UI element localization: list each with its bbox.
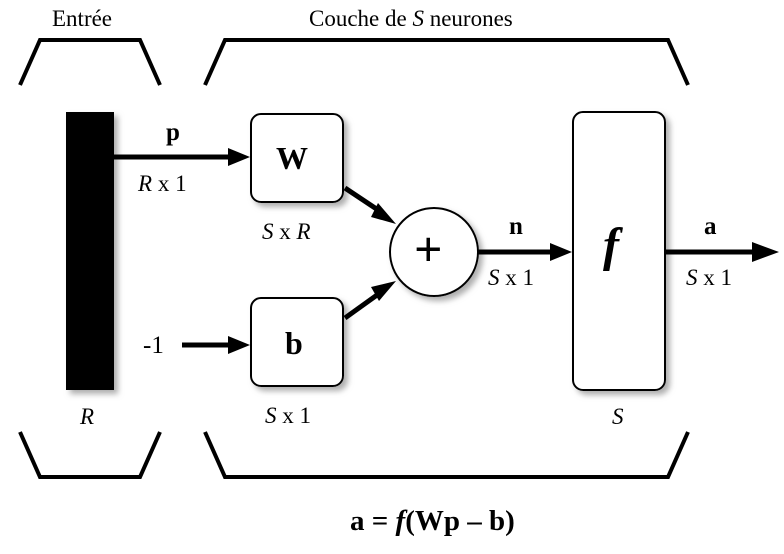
- arrow-w-to-sum-head: [371, 203, 396, 224]
- arrow-p-head: [228, 148, 250, 166]
- vector-a-dim-var: S: [686, 265, 698, 290]
- equation-args: (Wp – b): [405, 505, 515, 537]
- input-top-bracket: [18, 38, 162, 86]
- vector-a-dim-rest: x 1: [697, 265, 732, 290]
- transfer-box: [572, 111, 666, 391]
- weight-symbol: W: [276, 140, 308, 176]
- input-vector-bar: [66, 112, 114, 390]
- weight-dim-var1: S: [262, 219, 274, 244]
- vector-n-dim-var: S: [488, 265, 500, 290]
- vector-n-dim-rest: x 1: [499, 265, 534, 290]
- weight-dim: S x R: [262, 220, 311, 243]
- input-bottom-bracket: [18, 431, 162, 479]
- layer-title-prefix: Couche de: [309, 6, 413, 31]
- input-dim-label: R: [80, 404, 95, 429]
- equation-fn: f: [395, 505, 406, 537]
- layer-bottom-bracket: [203, 431, 690, 479]
- vector-n-dim: S x 1: [488, 266, 534, 289]
- layer-title: Couche de S neurones: [309, 7, 513, 30]
- weight-box: [250, 113, 344, 203]
- vector-p-dim: R x 1: [138, 172, 187, 195]
- weight-dim-mid: x: [273, 219, 297, 244]
- input-title: Entrée: [52, 6, 113, 31]
- summer-symbol: +: [414, 221, 443, 277]
- vector-p-dim-var: R: [138, 171, 153, 196]
- bias-dim-rest: x 1: [276, 403, 311, 428]
- bias-dim: S x 1: [265, 404, 311, 427]
- arrow-n-head: [550, 243, 572, 261]
- layer-equation: a = f(Wp – b): [350, 507, 515, 536]
- layer-title-suffix: neurones: [423, 6, 513, 31]
- arrow-bias-input-head: [228, 336, 250, 354]
- weight-dim-var2: R: [296, 219, 311, 244]
- vector-a-dim: S x 1: [686, 266, 732, 289]
- layer-title-var: S: [412, 6, 424, 31]
- arrow-a-head: [752, 242, 779, 262]
- bias-box: [250, 297, 344, 387]
- layer-top-bracket: [203, 38, 690, 86]
- layer-dim-label: S: [612, 404, 624, 429]
- vector-p-dim-rest: x 1: [152, 171, 187, 196]
- bias-input-label: -1: [143, 332, 164, 359]
- bias-dim-var: S: [265, 403, 277, 428]
- bias-symbol: b: [285, 325, 303, 361]
- vector-a-label: a: [704, 213, 717, 240]
- equation-lhs: a: [350, 505, 365, 537]
- equation-eq: =: [364, 505, 396, 537]
- vector-p-label: p: [166, 119, 180, 146]
- transfer-symbol: f: [603, 219, 619, 272]
- arrow-b-to-sum-head: [371, 281, 396, 301]
- vector-n-label: n: [509, 213, 523, 240]
